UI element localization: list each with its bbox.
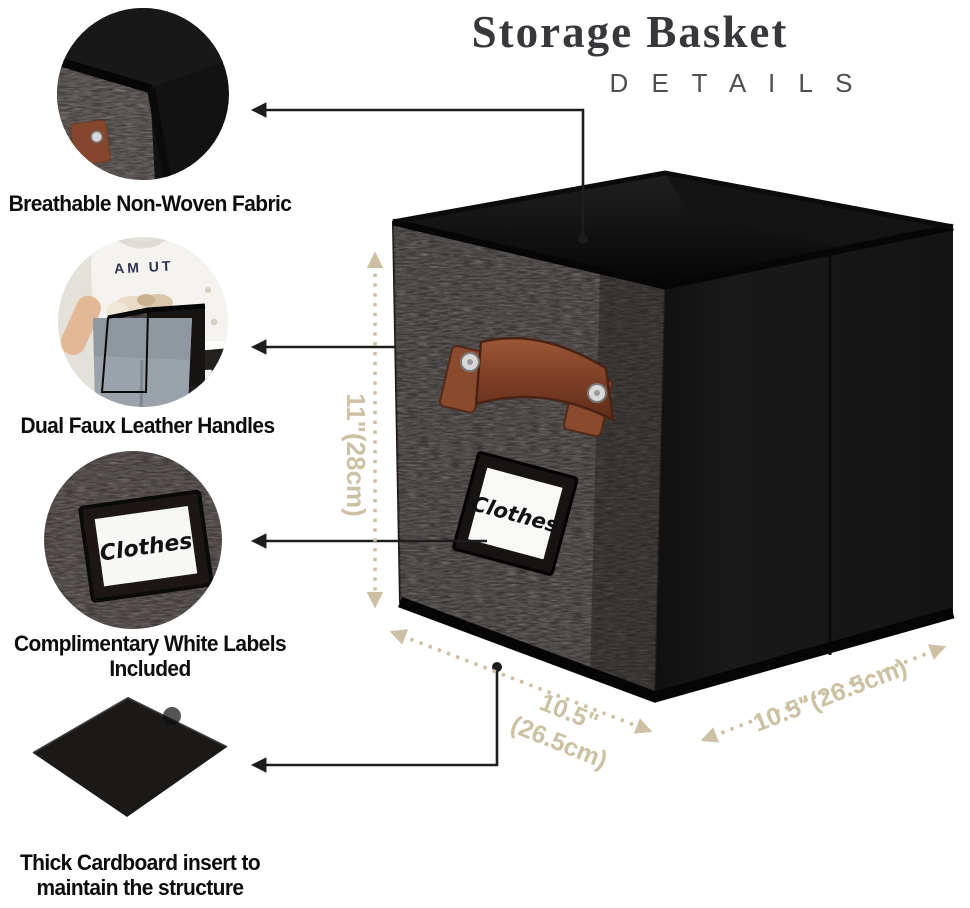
cardboard-insert-shape	[33, 698, 227, 817]
basket-label: Clothes	[452, 451, 579, 576]
tshirt-print-text: AM UT	[114, 257, 174, 276]
caption-cardboard-insert-line1: Thick Cardboard insert to	[19, 850, 261, 875]
rim-binding-back	[392, 170, 954, 230]
connector-arrow-fabric	[250, 102, 585, 237]
caption-breathable-fabric: Breathable Non-Woven Fabric	[8, 191, 292, 216]
height-dimension-label: 11"(28cm)	[341, 393, 371, 517]
caption-leather-handles: Dual Faux Leather Handles	[20, 413, 275, 438]
callout-photo-cardboard	[32, 696, 228, 817]
caption-white-labels-line1: Complimentary White Labels	[13, 631, 287, 656]
callout-photo-label: Clothes	[44, 451, 222, 629]
caption-cardboard-insert: Thick Cardboard insert to maintain the s…	[7, 850, 273, 900]
caption-cardboard-insert-line2: maintain the structure	[36, 875, 245, 900]
caption-white-labels-line2: Included	[109, 656, 191, 681]
rim-binding-front	[392, 218, 954, 290]
page-subtitle: D E T A I L S	[609, 68, 861, 98]
main-product-photo: Clothes	[391, 170, 955, 703]
basket-side-face	[655, 227, 953, 697]
page-title: Storage Basket	[471, 7, 789, 57]
caption-white-labels: Complimentary White Labels Included	[8, 631, 293, 681]
callout-photo-person: AM UT	[58, 237, 228, 407]
connector-dot-fabric	[578, 234, 588, 244]
connector-arrow-cardboard	[250, 667, 499, 773]
callout-photo-fabric	[57, 8, 229, 180]
depth-dimension-line	[700, 644, 947, 743]
width-dimension-line	[389, 629, 653, 734]
basket-handle	[439, 336, 615, 438]
